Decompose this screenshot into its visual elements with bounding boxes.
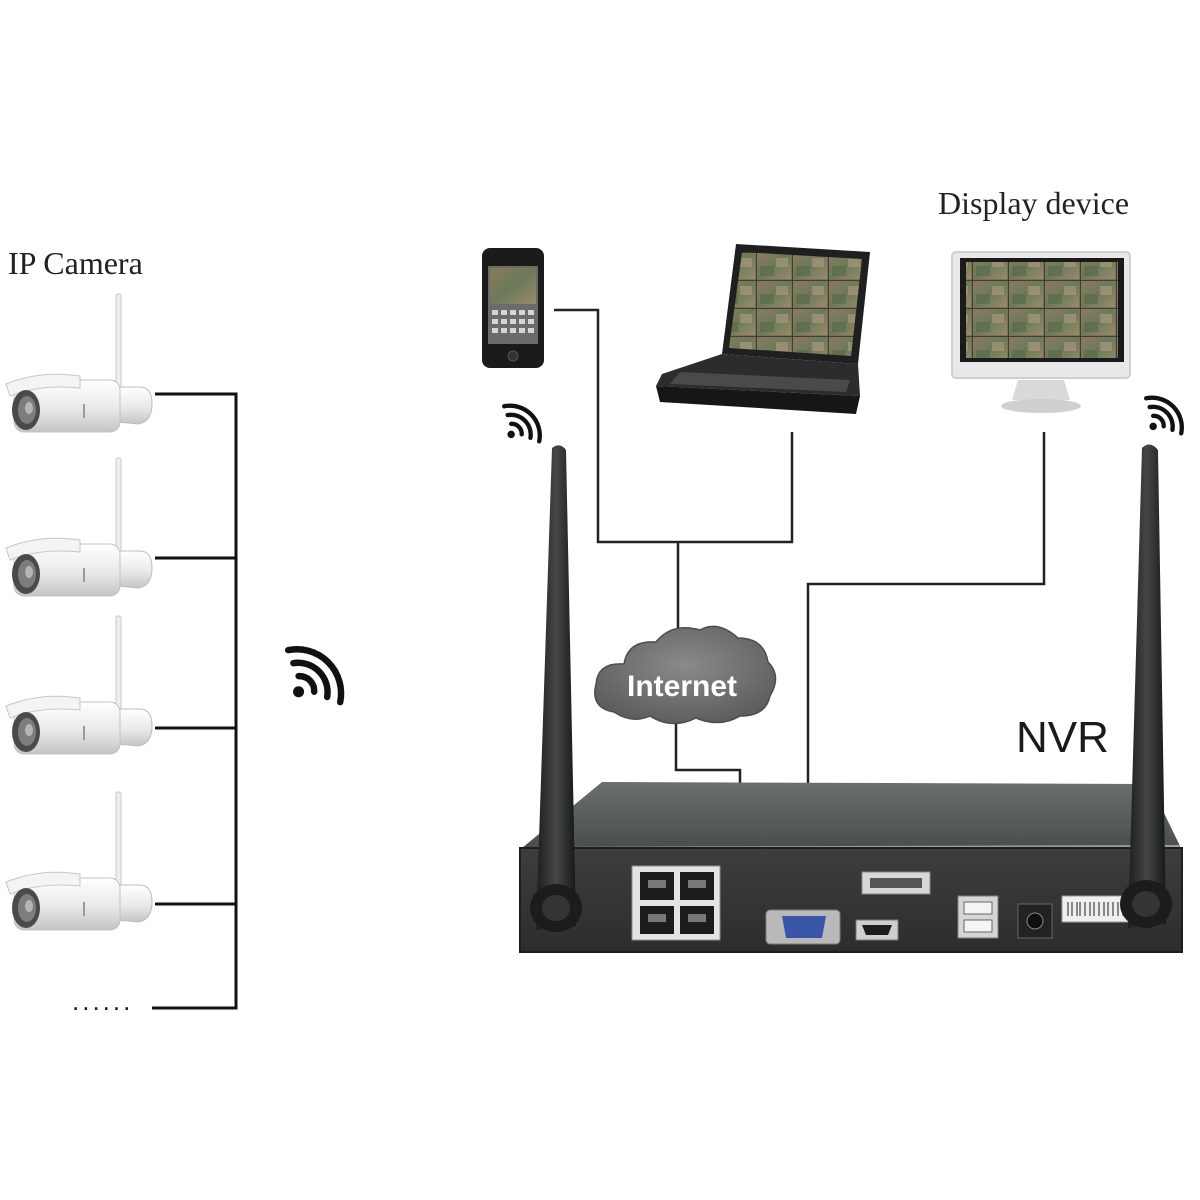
hdmi-port [855,919,899,941]
smartphone-icon [482,248,544,368]
more-cameras-ellipsis: ...... [72,986,133,1016]
laptop-icon [656,244,870,414]
display-device-label: Display device [938,185,1129,221]
wifi-signal-icon [288,636,354,702]
antenna-icon [536,445,576,930]
vga-port [765,909,841,945]
bullet-camera-icon [5,293,153,433]
internet-label: Internet [627,670,737,703]
nvr-recorder-icon [519,782,1183,953]
usb-ports [957,895,999,939]
antenna-icon [1128,444,1166,928]
ip-camera-group [5,293,153,931]
camera-bus-wires [152,392,238,1010]
monitor-icon [951,251,1131,413]
left-antenna [530,445,582,932]
wifi-signal-icon [504,397,548,441]
power-port [1017,903,1053,939]
lan-ports [631,865,721,941]
bullet-camera-icon [5,457,153,597]
right-antenna [1120,444,1172,928]
cloud-icon [594,625,777,725]
wifi-signal-icon [1146,389,1190,433]
nvr-label: NVR [1016,713,1109,762]
internet-cloud: Internet [594,625,777,725]
bullet-camera-icon [5,791,153,931]
ip-camera-label: IP Camera [8,245,143,281]
bullet-camera-icon [5,615,153,755]
